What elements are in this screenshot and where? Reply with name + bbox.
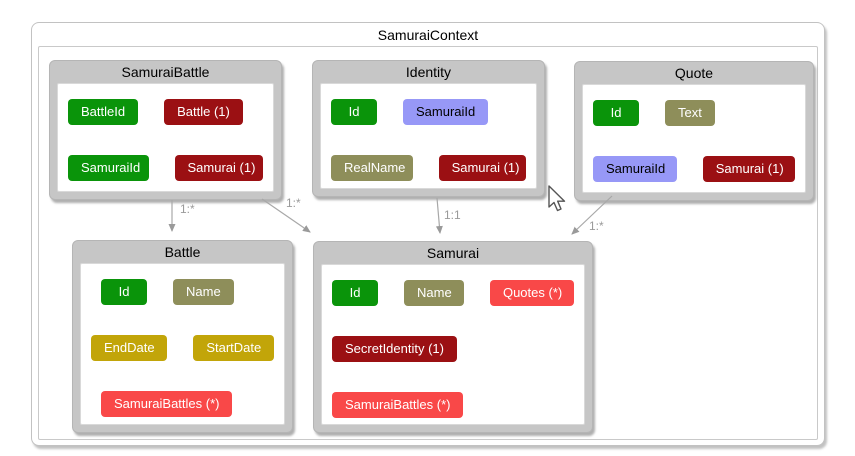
entity-body: Id Text SamuraiId Samurai (1) — [582, 84, 806, 193]
property-badge-samurai-1[interactable]: Samurai (1) — [702, 156, 795, 182]
entity-title: SamuraiBattle — [121, 64, 210, 80]
property-badge-samuraiid-fk[interactable]: SamuraiId — [593, 156, 677, 182]
property-badge-id[interactable]: Id — [593, 100, 639, 126]
property-row: Id Text — [593, 100, 795, 126]
entity-body: BattleId Battle (1) SamuraiId Samurai (1… — [57, 83, 274, 192]
entity-samurai[interactable]: Samurai Id Name Quotes (*) SecretIdentit… — [313, 241, 593, 433]
property-row: Id Name Quotes (*) — [332, 280, 574, 306]
entity-quote[interactable]: Quote Id Text SamuraiId Samurai (1) — [574, 61, 814, 201]
property-badge-secretidentity-1[interactable]: SecretIdentity (1) — [332, 336, 457, 362]
property-row: SamuraiBattles (*) — [332, 392, 574, 418]
context-title: SamuraiContext — [377, 27, 479, 43]
property-row: SecretIdentity (1) — [332, 336, 574, 362]
entity-battle[interactable]: Battle Id Name EndDate StartDate Samurai… — [72, 240, 293, 433]
property-badge-samurai-1[interactable]: Samurai (1) — [438, 155, 526, 181]
property-row: Id Name — [91, 279, 274, 305]
property-badge-text[interactable]: Text — [665, 100, 715, 126]
property-badge-realname[interactable]: RealName — [331, 155, 413, 181]
property-row: EndDate StartDate — [91, 335, 274, 361]
property-badge-name[interactable]: Name — [404, 280, 464, 306]
property-badge-samuraiid-fk[interactable]: SamuraiId — [403, 99, 489, 125]
entity-title: Quote — [674, 65, 714, 81]
entity-title: Identity — [405, 64, 452, 80]
entity-body: Id Name EndDate StartDate SamuraiBattles… — [80, 263, 285, 425]
property-row: SamuraiBattles (*) — [91, 391, 274, 417]
property-row: SamuraiId Samurai (1) — [593, 156, 795, 182]
entity-title: Samurai — [426, 245, 480, 261]
property-badge-id[interactable]: Id — [332, 280, 378, 306]
property-row: BattleId Battle (1) — [68, 99, 263, 125]
property-badge-battle-1[interactable]: Battle (1) — [164, 99, 243, 125]
property-row: SamuraiId Samurai (1) — [68, 155, 263, 181]
context-inner-area — [38, 46, 818, 440]
entity-identity[interactable]: Identity Id SamuraiId RealName Samurai (… — [312, 60, 545, 197]
property-badge-samuraibattles-many[interactable]: SamuraiBattles (*) — [332, 392, 464, 418]
property-badge-samuraiid[interactable]: SamuraiId — [68, 155, 149, 181]
property-badge-startdate[interactable]: StartDate — [193, 335, 274, 361]
property-badge-samuraibattles-many[interactable]: SamuraiBattles (*) — [101, 391, 233, 417]
entity-body: Id SamuraiId RealName Samurai (1) — [320, 83, 537, 189]
property-badge-name[interactable]: Name — [173, 279, 234, 305]
entity-body: Id Name Quotes (*) SecretIdentity (1) Sa… — [321, 264, 585, 425]
entity-samuraibattle[interactable]: SamuraiBattle BattleId Battle (1) Samura… — [49, 60, 282, 200]
property-badge-battleid[interactable]: BattleId — [68, 99, 139, 125]
entity-title: Battle — [164, 244, 201, 260]
property-badge-id[interactable]: Id — [101, 279, 147, 305]
property-badge-samurai-1[interactable]: Samurai (1) — [174, 155, 263, 181]
property-badge-quotes-many[interactable]: Quotes (*) — [489, 280, 574, 306]
property-row: Id SamuraiId — [331, 99, 526, 125]
property-badge-enddate[interactable]: EndDate — [91, 335, 168, 361]
property-badge-id[interactable]: Id — [331, 99, 377, 125]
property-row: RealName Samurai (1) — [331, 155, 526, 181]
